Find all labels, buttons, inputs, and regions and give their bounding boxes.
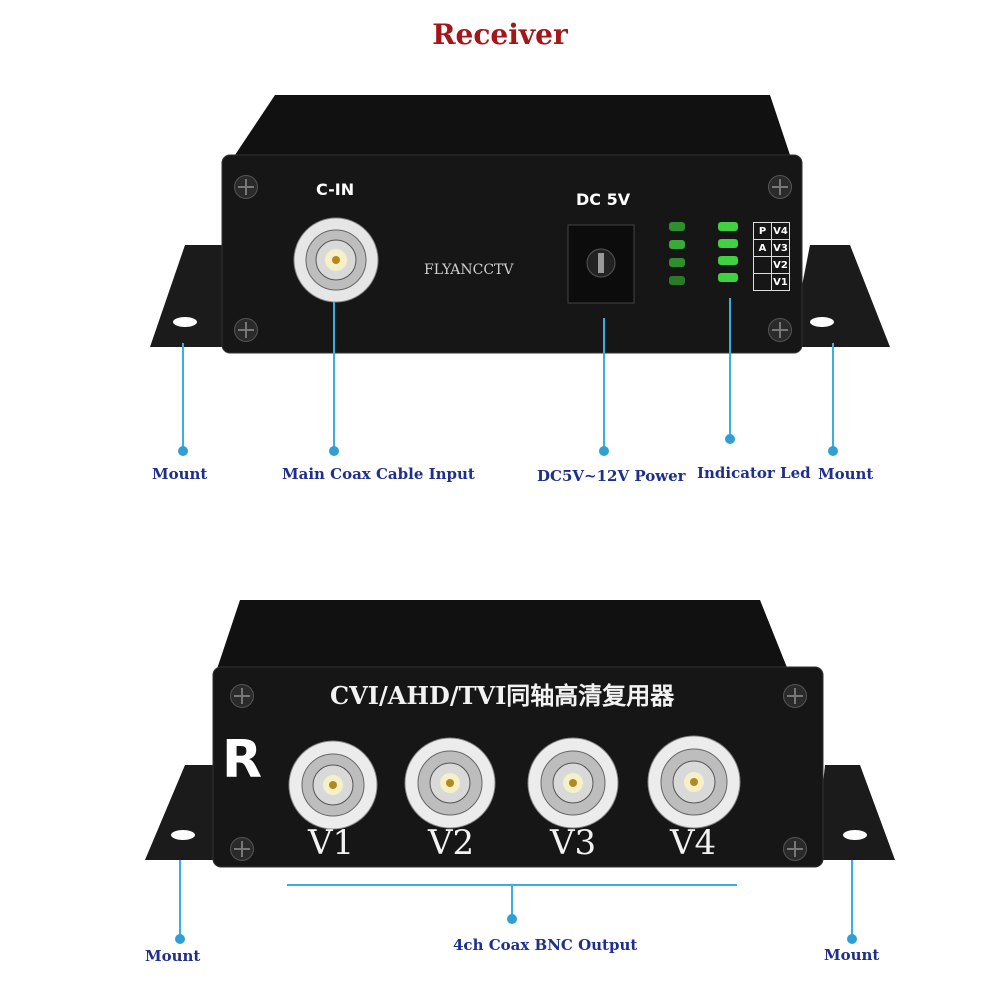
dc-label: DC 5V (576, 190, 631, 209)
led-legend-cell: P (753, 222, 772, 240)
callout-dot (329, 446, 339, 456)
screw-icon (768, 175, 792, 199)
indicator-led (718, 222, 738, 231)
callout-mount-right-bottom: Mount (824, 946, 880, 964)
port-label-v3: V3 (550, 823, 597, 863)
callout-line (851, 860, 853, 938)
cin-label: C-IN (316, 180, 355, 199)
callout-line (603, 318, 605, 450)
indicator-led (718, 273, 738, 282)
led-legend-cell: V2 (771, 256, 790, 274)
device-header-label: CVI/AHD/TVI同轴高清复用器 (330, 681, 675, 710)
bnc-connector-icon (404, 737, 496, 829)
indicator-led (669, 276, 685, 285)
indicator-led (718, 256, 738, 265)
screw-icon (234, 318, 258, 342)
callout-line (832, 343, 834, 450)
led-legend-cell: V1 (771, 273, 790, 291)
screw-icon (234, 175, 258, 199)
side-letter-label: R (222, 730, 263, 790)
callout-line (179, 860, 181, 938)
brand-label: FLYANCCTV (424, 262, 514, 278)
page-title: Receiver (432, 18, 568, 51)
indicator-led (669, 258, 685, 267)
indicator-led (669, 240, 685, 249)
callout-dot (175, 934, 185, 944)
callout-indicator: Indicator Led (697, 464, 811, 482)
callout-dot (507, 914, 517, 924)
top-device-shape (150, 95, 890, 354)
callout-power: DC5V~12V Power (537, 467, 686, 485)
callout-bnc-output: 4ch Coax BNC Output (453, 936, 638, 954)
indicator-led (669, 222, 685, 231)
top-device-illustration (150, 85, 890, 365)
screw-icon (768, 318, 792, 342)
screw-icon (783, 684, 807, 708)
screw-icon (230, 684, 254, 708)
bnc-connector-icon (647, 735, 741, 829)
callout-dot (828, 446, 838, 456)
port-label-v1: V1 (308, 823, 355, 863)
callout-coax-input: Main Coax Cable Input (282, 465, 475, 483)
led-legend-cell (753, 273, 772, 291)
led-column-right (718, 222, 738, 282)
callout-line (182, 343, 184, 450)
bnc-connector-icon (527, 737, 619, 829)
led-legend-cell (753, 256, 772, 274)
port-label-v4: V4 (670, 823, 717, 863)
callout-line (729, 298, 731, 440)
callout-mount-left-bottom: Mount (145, 947, 201, 965)
callout-dot (725, 434, 735, 444)
callout-line (333, 302, 335, 450)
callout-mount-left: Mount (152, 465, 208, 483)
callout-mount-right: Mount (818, 465, 874, 483)
bnc-connector-icon (288, 740, 378, 830)
callout-dot (599, 446, 609, 456)
callout-dot (178, 446, 188, 456)
callout-line (511, 885, 513, 917)
bnc-connector-icon (293, 217, 379, 303)
led-legend-cell: V4 (771, 222, 790, 240)
screw-icon (230, 837, 254, 861)
port-label-v2: V2 (428, 823, 475, 863)
indicator-led (718, 239, 738, 248)
led-column-left (669, 222, 685, 285)
led-legend-cell: A (753, 239, 772, 257)
screw-icon (783, 837, 807, 861)
led-legend-cell: V3 (771, 239, 790, 257)
callout-dot (847, 934, 857, 944)
